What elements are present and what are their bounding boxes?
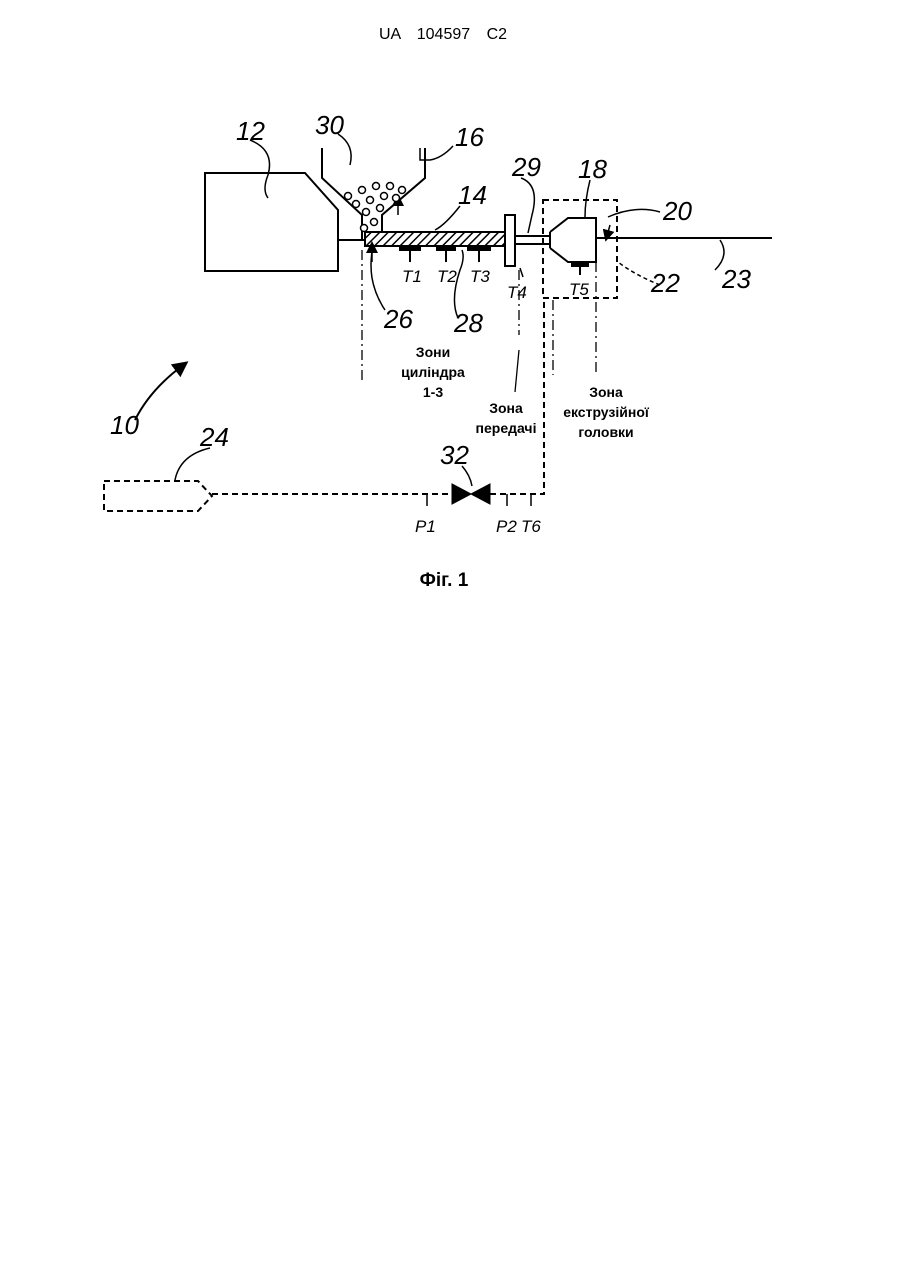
- label-26: 26: [383, 304, 413, 334]
- transfer-zone-line-2: передачі: [476, 420, 537, 436]
- sensor-t3: T3: [470, 267, 490, 286]
- label-14: 14: [458, 180, 487, 210]
- barrel-zones-line-1: Зони: [416, 344, 450, 360]
- gas-source-24: [104, 481, 212, 511]
- die-head-18: [550, 218, 596, 262]
- label-28: 28: [453, 308, 483, 338]
- label-24: 24: [199, 422, 229, 452]
- label-30: 30: [315, 110, 344, 140]
- sensor-t6: T6: [521, 517, 541, 536]
- sensor-p2: P2: [496, 517, 517, 536]
- sensor-t2: T2: [437, 267, 457, 286]
- label-20: 20: [662, 196, 692, 226]
- label-10: 10: [110, 410, 139, 440]
- die-zone-line-1: Зона: [589, 384, 623, 400]
- die-zone-line-2: екструзійної: [563, 404, 650, 420]
- label-29: 29: [511, 152, 541, 182]
- sensor-t1: T1: [402, 267, 422, 286]
- gas-valve-32: [452, 484, 490, 504]
- transfer-zone-line-1: Зона: [489, 400, 523, 416]
- gas-feed-line: [212, 300, 544, 494]
- sensor-t5: T5: [569, 280, 589, 299]
- extruder-barrel-14: [365, 232, 505, 246]
- barrel-zones-line-2: циліндра: [401, 364, 465, 380]
- drive-unit-12: [205, 173, 338, 271]
- sensor-t4: T4: [507, 283, 527, 302]
- label-16: 16: [455, 122, 484, 152]
- label-18: 18: [578, 154, 607, 184]
- label-23: 23: [721, 264, 751, 294]
- label-22: 22: [650, 268, 680, 298]
- figure-caption: Фіг. 1: [420, 570, 469, 591]
- label-32: 32: [440, 440, 469, 470]
- barrel-zones-line-3: 1-3: [423, 384, 443, 400]
- adapter-plate: [505, 215, 515, 266]
- polymer-pellets-30: [345, 183, 406, 232]
- sensor-p1: P1: [415, 517, 436, 536]
- label-12: 12: [236, 116, 265, 146]
- die-zone-line-3: головки: [578, 424, 633, 440]
